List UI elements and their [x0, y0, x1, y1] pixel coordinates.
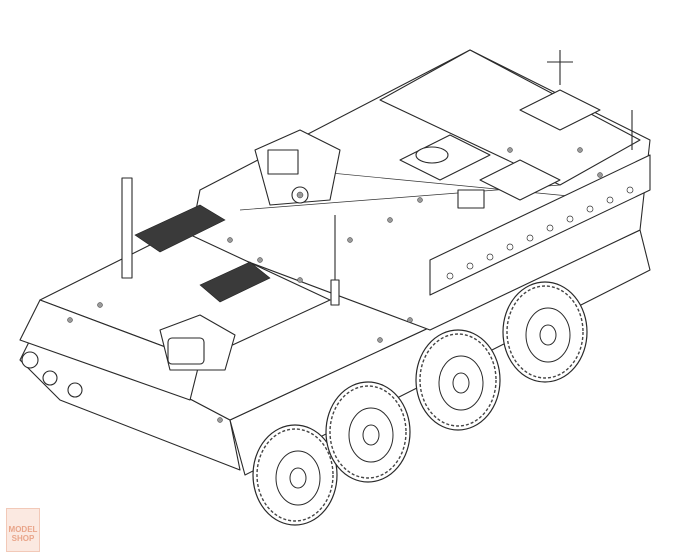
front-glacis	[19, 204, 331, 401]
remote-weapon-station	[254, 129, 341, 206]
wheel-2	[325, 381, 411, 483]
bolts	[67, 147, 603, 423]
watermark-line2: SHOP	[11, 534, 35, 543]
side-rail	[429, 154, 651, 296]
watermark-line1: MODEL	[8, 525, 38, 534]
wheel-3	[415, 329, 501, 431]
antennas	[121, 50, 633, 306]
headlights	[21, 351, 83, 398]
watermark-logo: MODEL SHOP	[6, 508, 40, 552]
wheel-4	[502, 281, 588, 383]
engine-grille	[134, 204, 271, 303]
upper-deck	[189, 49, 651, 331]
wheel-1	[252, 424, 338, 526]
